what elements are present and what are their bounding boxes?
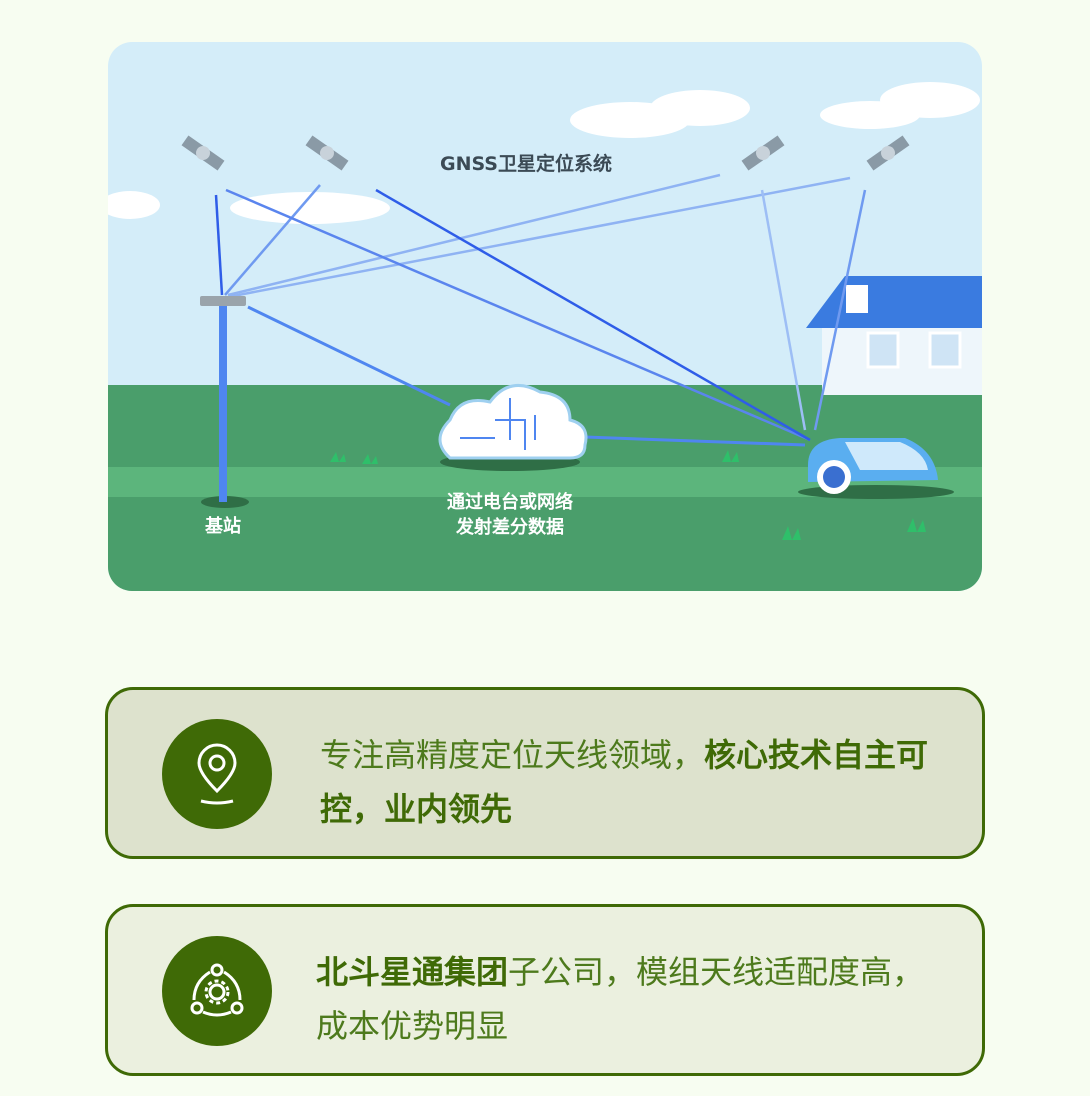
feature-card-technology: 专注高精度定位天线领域，核心技术自主可控，业内领先 <box>105 687 985 859</box>
clouds <box>108 82 980 224</box>
location-pin-icon <box>162 719 272 829</box>
cloud-icon <box>438 383 588 471</box>
card-text-bold: 核心技术自主可控，业内领先 <box>320 736 929 828</box>
cloud-label-line1: 通过电台或网络 <box>447 491 573 513</box>
card-text-bold: 北斗星通集团 <box>316 953 509 991</box>
gnss-illustration: GNSS卫星定位系统 基站 通过电台或网络 发射差分数据 <box>108 42 982 591</box>
gnss-title: GNSS卫星定位系统 <box>440 152 612 175</box>
satellites <box>181 135 910 171</box>
base-station <box>200 296 249 508</box>
feature-card-cost: 北斗星通集团子公司，模组天线适配度高，成本优势明显 <box>105 904 985 1076</box>
card-text-normal: 专注高精度定位天线领域， <box>320 736 705 774</box>
robot-mower <box>798 438 954 499</box>
signal-beams <box>214 173 867 447</box>
house <box>806 276 982 395</box>
gear-network-icon <box>162 936 272 1046</box>
card-text: 北斗星通集团子公司，模组天线适配度高，成本优势明显 <box>316 945 936 1053</box>
grass <box>330 450 926 540</box>
card-text-normal: 子公司，模组天线适配度高，成本优势明显 <box>316 953 925 1045</box>
cloud-label-line2: 发射差分数据 <box>455 516 564 538</box>
card-text: 专注高精度定位天线领域，核心技术自主可控，业内领先 <box>320 728 940 836</box>
base-station-label: 基站 <box>204 515 241 537</box>
